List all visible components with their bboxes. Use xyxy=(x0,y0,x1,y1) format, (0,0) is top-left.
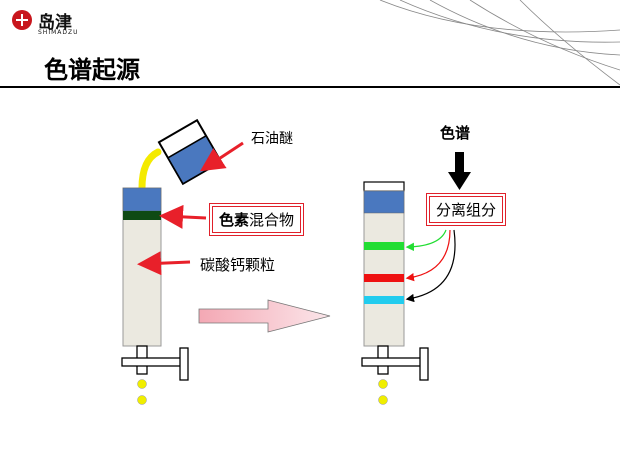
column-body xyxy=(363,190,405,347)
page-title: 色谱起源 xyxy=(44,56,140,84)
header-decoration xyxy=(379,0,620,86)
stopcock-bar xyxy=(121,357,185,367)
pigment-mixture-label: 色素混合物 xyxy=(208,203,305,236)
logo-subtext: SHIMADZU xyxy=(38,29,79,36)
logo-text: 岛津 xyxy=(38,13,72,33)
band-red xyxy=(364,274,404,282)
band-cyan xyxy=(364,296,404,304)
title-divider xyxy=(0,86,620,88)
particles-pointer-arrow xyxy=(137,251,191,276)
pigment-label-bold: 色素 xyxy=(219,211,250,229)
solvent-pipe xyxy=(138,148,162,192)
droplet xyxy=(378,379,388,389)
separation-label: 分离组分 xyxy=(425,193,507,226)
solvent-label: 石油醚 xyxy=(251,131,293,147)
droplet xyxy=(137,379,147,389)
band-green xyxy=(364,242,404,250)
red-band-arrow xyxy=(405,229,451,282)
pigment-band xyxy=(123,211,161,220)
green-band-arrow xyxy=(405,229,447,252)
right-column xyxy=(361,181,429,405)
column-top-solvent xyxy=(122,187,162,212)
pigment-label-rest: 混合物 xyxy=(249,211,295,229)
solvent-pointer-arrow xyxy=(199,141,244,172)
stopcock-handle xyxy=(179,347,189,381)
chromatogram-label: 色谱 xyxy=(440,124,471,142)
pigment-pointer-arrow xyxy=(159,204,207,229)
particles-label: 碳酸钙颗粒 xyxy=(200,256,276,274)
droplet xyxy=(378,395,388,405)
stopcock-handle xyxy=(419,347,429,381)
transition-arrow xyxy=(198,299,331,333)
cyan-band-arrow xyxy=(405,229,456,303)
shimadzu-logo-icon xyxy=(12,10,32,30)
droplet xyxy=(137,395,147,405)
column-top-solvent xyxy=(363,190,405,214)
solvent-beaker xyxy=(157,118,223,186)
stopcock-bar xyxy=(361,357,425,367)
down-arrow-icon xyxy=(448,152,471,190)
column-cap xyxy=(363,181,405,192)
